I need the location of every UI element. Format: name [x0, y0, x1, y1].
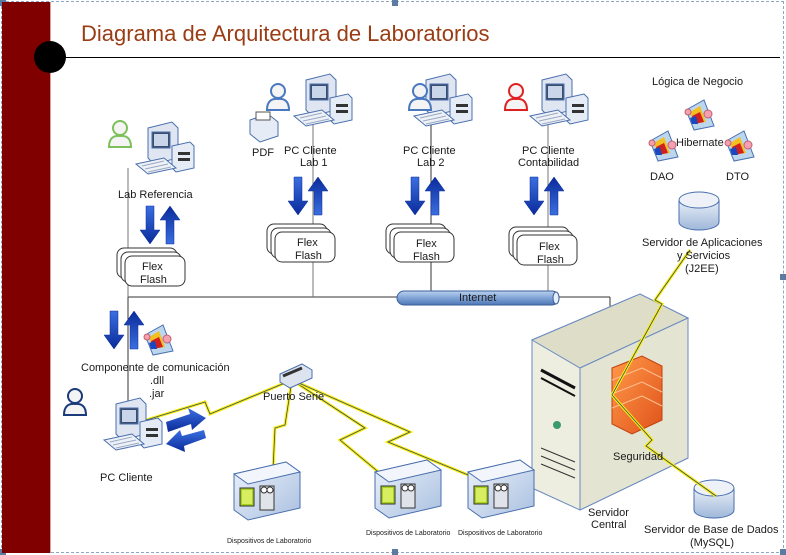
software-component-icon [143, 324, 174, 356]
user-icon [108, 120, 132, 148]
app-server-line3: (J2EE) [685, 263, 719, 275]
component-label-line1: Componente de comunicación [81, 362, 230, 374]
hibernate-label: Hibernate [676, 137, 724, 149]
dao-label: DAO [650, 171, 674, 183]
user-icon [266, 83, 290, 111]
bidirectional-arrows-icon [404, 176, 446, 216]
flash-label: Flash [413, 251, 440, 263]
user-icon [504, 83, 528, 111]
software-component-icon [724, 130, 755, 162]
desktop-computer-icon [135, 121, 195, 175]
central-server-line2: Central [591, 519, 627, 531]
software-component-icon [684, 99, 715, 131]
app-server-database-icon [678, 191, 720, 231]
title-bullet [34, 41, 66, 73]
bidirectional-arrows-icon [166, 408, 206, 452]
printer-icon [249, 111, 279, 143]
resize-handle-tm[interactable] [392, 0, 398, 6]
flash-label: Flash [537, 254, 564, 266]
desktop-computer-icon [529, 73, 589, 127]
label-lab-2-line2: Lab 2 [417, 157, 445, 169]
software-component-icon [648, 130, 679, 162]
slide-title[interactable]: Diagrama de Arquitectura de Laboratorios [81, 21, 490, 46]
title-rule [64, 57, 780, 58]
flex-label: Flex [142, 261, 163, 273]
resize-handle-bm[interactable] [392, 549, 398, 555]
internet-label: Internet [459, 292, 497, 304]
label-lab-referencia: Lab Referencia [118, 189, 193, 201]
accent-sidebar [2, 2, 51, 553]
label-lab-1-line1: PC Cliente [284, 145, 337, 157]
lightning-links [129, 249, 717, 498]
app-server-line1: Servidor de Aplicaciones [642, 237, 763, 249]
up-arrow-icon [103, 310, 145, 350]
db-server-line1: Servidor de Base de Dados [644, 524, 779, 536]
label-lab-1-line2: Lab 1 [300, 157, 328, 169]
resize-handle-mr[interactable] [780, 274, 786, 280]
bidirectional-arrows-icon [523, 176, 565, 216]
db-server-line2: (MySQL) [690, 537, 734, 549]
bidirectional-arrows-icon [139, 205, 181, 245]
local-client[interactable] [63, 310, 313, 452]
label-lab-2-line1: PC Cliente [403, 145, 456, 157]
app-server-line2: y Servicios [677, 250, 731, 262]
component-label-line2: .dll [150, 375, 165, 387]
desktop-computer-icon [103, 397, 163, 451]
lab-device-icon [467, 459, 535, 519]
flex-label: Flex [539, 241, 560, 253]
security-label: Seguridad [613, 451, 664, 463]
flash-label: Flash [140, 274, 167, 286]
firewall-icon [611, 355, 663, 435]
hub-label: Puerto Serie [263, 391, 325, 403]
network-lines [127, 110, 611, 410]
label-pdf: PDF [252, 147, 274, 159]
dto-label: DTO [726, 171, 750, 183]
local-pc-label: PC Cliente [100, 472, 153, 484]
flash-label: Flash [295, 250, 322, 262]
bidirectional-arrows-icon [287, 176, 329, 216]
device-label: Dispositivos de Laboratorio [458, 530, 543, 537]
lab-device-icon [233, 461, 301, 521]
device-label: Dispositivos de Laboratorio [366, 530, 451, 537]
business-logic-title: Lógica de Negocio [652, 76, 744, 88]
component-label-line3: .jar [149, 388, 165, 400]
serial-hub-icon [279, 363, 313, 389]
flex-label: Flex [297, 237, 318, 249]
client-lab-1[interactable] [249, 73, 353, 263]
flex-label: Flex [416, 238, 437, 250]
internet-pipe[interactable] [396, 290, 560, 306]
resize-handle-br[interactable] [780, 549, 786, 555]
label-contabilidad-line1: PC Cliente [522, 145, 575, 157]
user-icon [63, 388, 87, 416]
central-server[interactable] [530, 293, 690, 511]
desktop-computer-icon [293, 73, 353, 127]
business-logic[interactable] [648, 99, 755, 162]
lab-device-icon [374, 459, 442, 519]
central-server-line1: Servidor [588, 507, 629, 519]
label-contabilidad-line2: Contabilidad [518, 157, 580, 169]
device-label: Dispositivos de Laboratorio [227, 538, 312, 545]
